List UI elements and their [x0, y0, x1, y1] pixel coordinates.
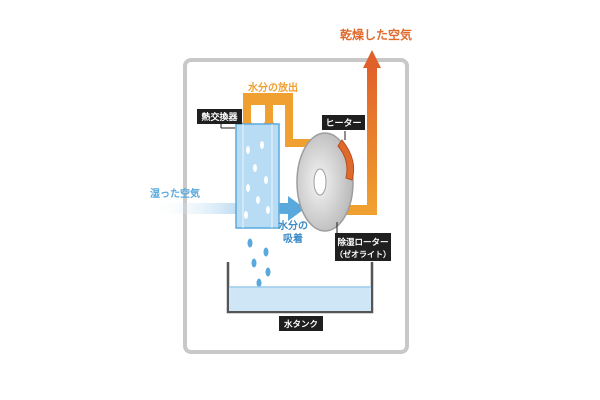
moisture-release-label: 水分の放出 — [247, 81, 298, 94]
heater-label-box — [322, 115, 365, 130]
heat-exchanger-label: 熱交換器 — [201, 111, 238, 123]
dry-air-arrowhead — [363, 50, 381, 68]
moisture-adsorption-label-line2: 吸着 — [283, 232, 303, 245]
moisture-adsorption-label-line1: 水分の — [277, 219, 308, 232]
heater-label: ヒーター — [325, 117, 361, 129]
rotor-label-box — [335, 233, 391, 261]
dehumidifier-rotor — [296, 132, 354, 232]
dry-air-label: 乾燥した空気 — [340, 27, 412, 42]
heater-element — [337, 139, 355, 181]
heat-exchanger-label-box — [197, 109, 242, 124]
dry-air-outlet — [340, 65, 377, 215]
rotor-label-line2: （ゼオライト） — [335, 249, 391, 259]
rotor-label-line1: 除湿ローター — [337, 237, 388, 248]
humid-air-label: 湿った空気 — [150, 187, 200, 200]
heat-exchanger — [235, 123, 280, 229]
water-tank-label: 水タンク — [283, 319, 318, 330]
water-tank — [226, 262, 374, 314]
water-droplets — [247, 238, 271, 288]
water-tank-label-box — [279, 316, 323, 331]
